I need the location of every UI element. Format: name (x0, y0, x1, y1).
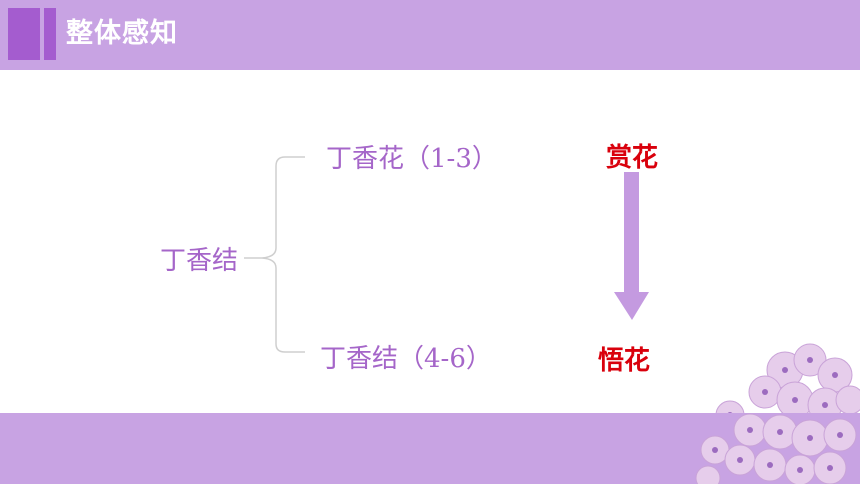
page-title: 整体感知 (66, 18, 178, 49)
bottom-theme-label: 悟花 (598, 346, 651, 376)
top-theme-label: 赏花 (606, 143, 659, 173)
root-label: 丁香结 (160, 246, 239, 276)
header-accent-block (8, 8, 40, 60)
down-arrow-icon (614, 172, 649, 320)
top-branch-label: 丁香花（1-3） (326, 144, 498, 174)
bottom-branch-label: 丁香结（4-6） (320, 344, 492, 374)
lilac-flowers-overlay (695, 413, 857, 484)
header-accent-bar (44, 8, 56, 60)
header-bar: 整体感知 (0, 0, 860, 70)
